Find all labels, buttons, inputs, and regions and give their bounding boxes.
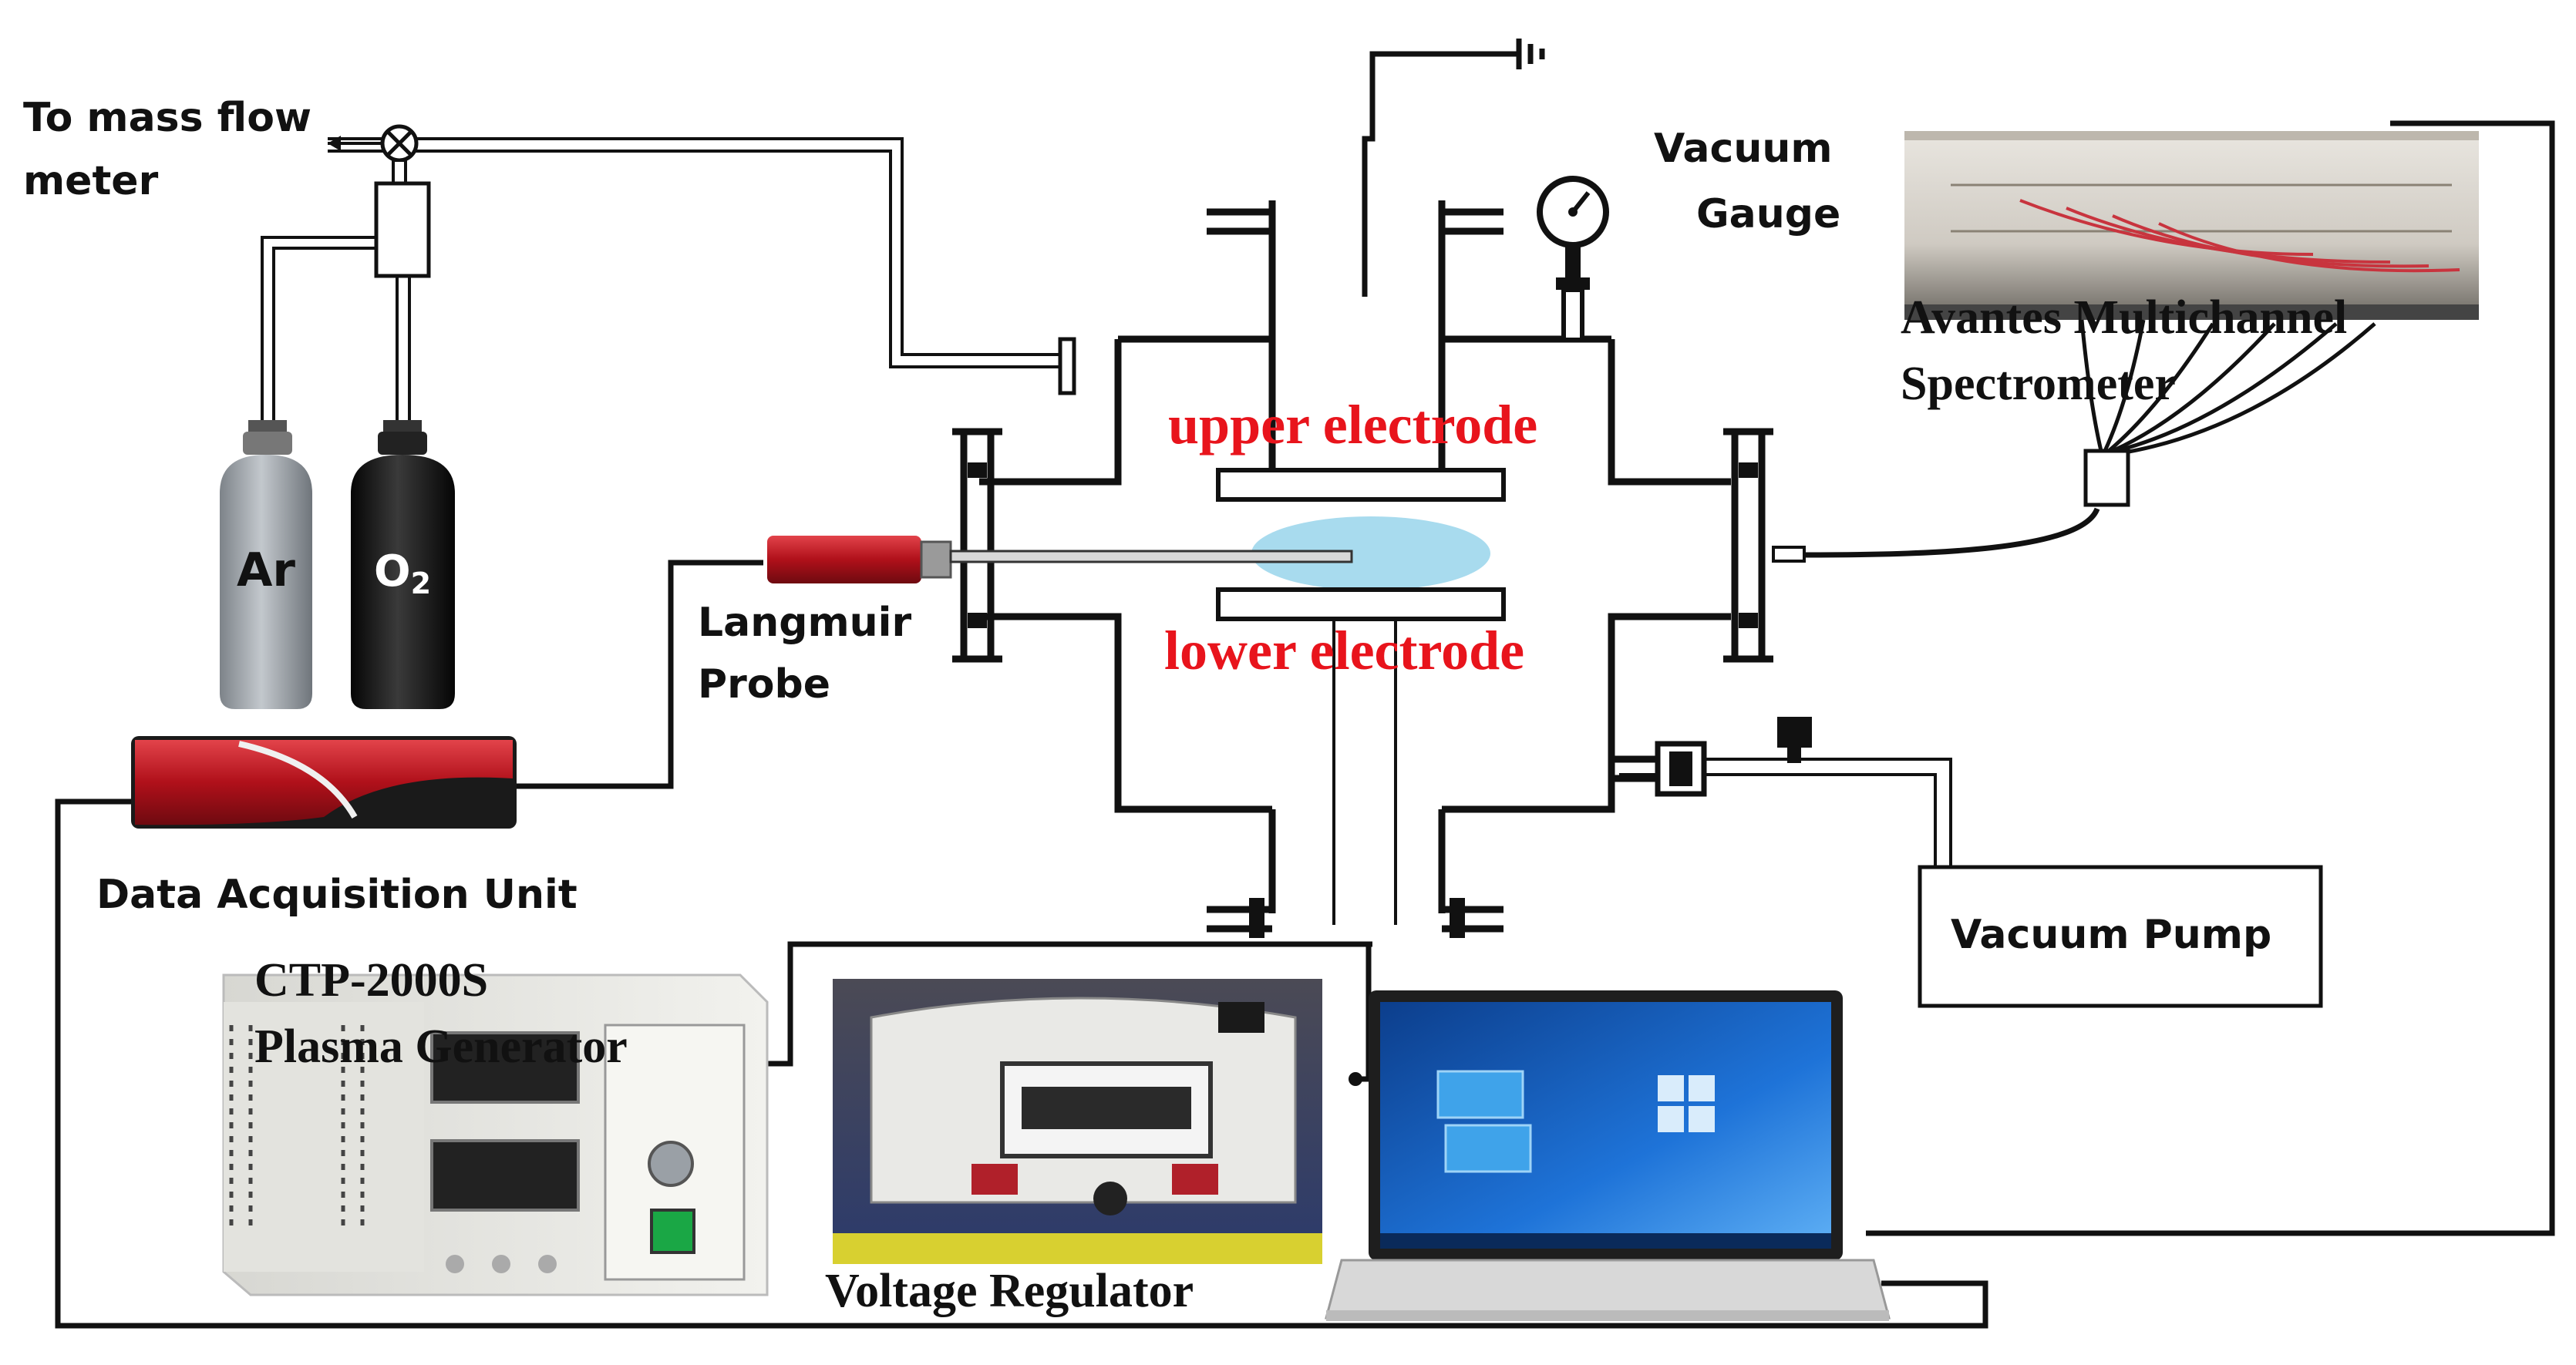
mass-flow-label: To mass flow meter: [23, 95, 325, 204]
vacuum-pump-box: [1918, 865, 2323, 1008]
voltage-regulator-device: [833, 979, 1322, 1264]
vacuum-pump-label: Vacuum Pump: [1951, 912, 2271, 958]
vacuum-gauge-icon: [1537, 176, 1609, 342]
spectrometer-device: [1904, 131, 2479, 507]
langmuir-probe-icon: [767, 536, 1353, 583]
argon-cylinder: Ar: [220, 420, 312, 709]
reaction-chamber: [952, 200, 1812, 938]
lower-electrode-plate: [1216, 587, 1506, 621]
data-acquisition-label: Data Acquisition Unit: [96, 872, 577, 918]
vacuum-gauge-label: Vacuum Gauge: [1654, 126, 1847, 237]
laptop-computer: [1325, 990, 1891, 1321]
plasma-generator-label: CTP-2000S Plasma Generator: [254, 954, 628, 1073]
spectrometer-label: Avantes Multichannel Spectrometer: [1901, 291, 2359, 410]
argon-label: Ar: [237, 543, 295, 597]
voltage-regulator-label: Voltage Regulator: [825, 1265, 1194, 1317]
oxygen-label: O2: [374, 546, 431, 600]
plasma-generator-device: [222, 973, 769, 1296]
langmuir-probe-label: Langmuir Probe: [698, 600, 925, 708]
plasma-glow: [1251, 516, 1490, 590]
lower-electrode-label: lower electrode: [1164, 620, 1524, 681]
upper-electrode-label: upper electrode: [1168, 394, 1537, 456]
oxygen-cylinder: O2: [351, 420, 455, 709]
data-acquisition-unit: [131, 736, 517, 829]
gas-valve-icon: [374, 124, 431, 278]
upper-electrode-plate: [1216, 468, 1506, 502]
